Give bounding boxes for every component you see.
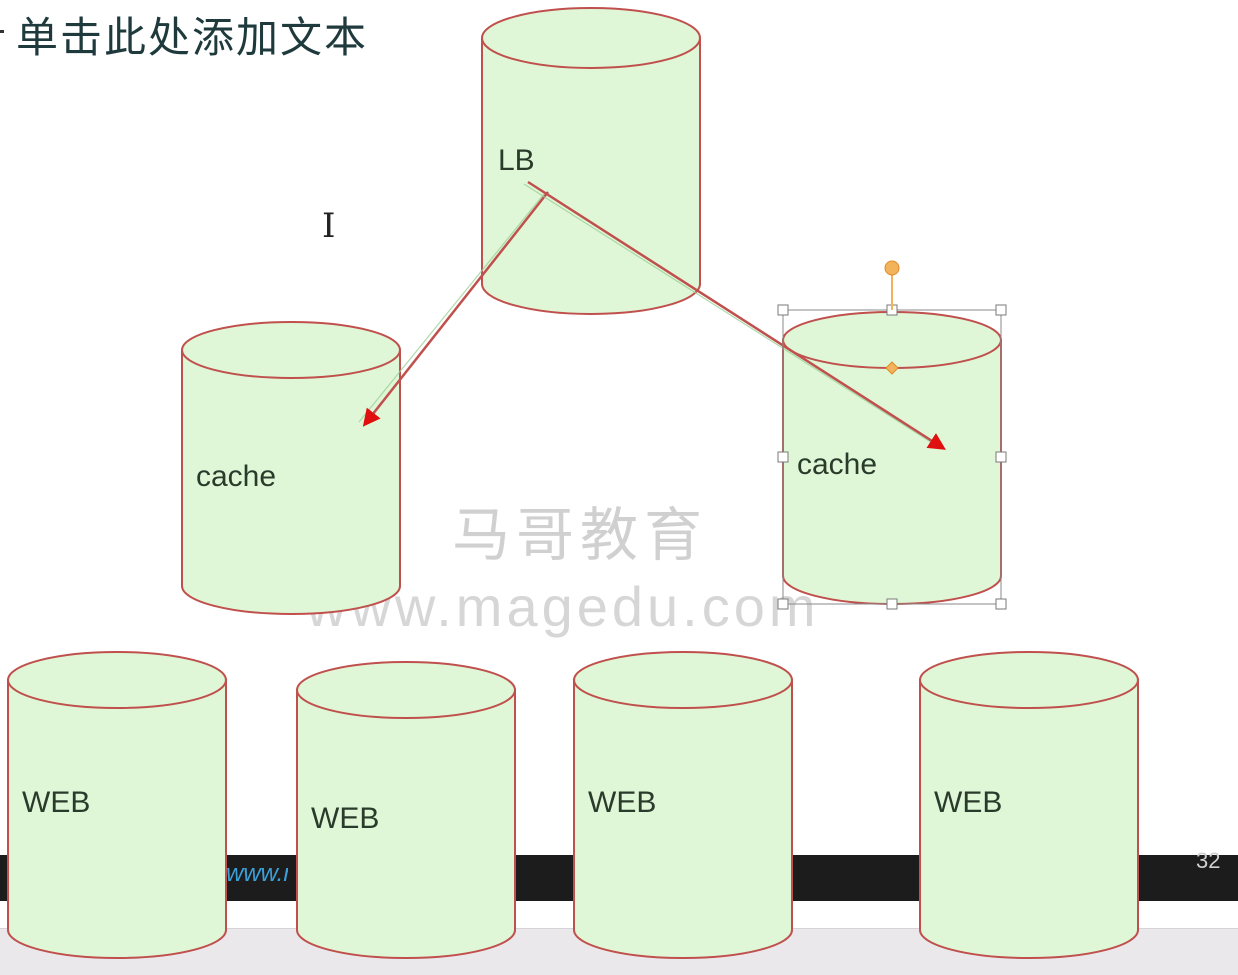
- node-label-web-3: WEB: [588, 786, 656, 819]
- node-label-web-2: WEB: [311, 802, 379, 835]
- cylinder-body: [181, 349, 401, 615]
- node-label-web-4: WEB: [934, 786, 1002, 819]
- footer-url-text: www.m: [226, 860, 288, 887]
- node-label-lb: LB: [498, 144, 535, 177]
- cylinder-web-2[interactable]: WEB: [296, 661, 516, 959]
- node-label-cache-left: cache: [196, 460, 276, 493]
- adjust-handle[interactable]: [885, 361, 899, 375]
- edge-shadow: [358, 193, 545, 423]
- title-placeholder[interactable]: 单击此处添加文本: [16, 13, 369, 62]
- cylinder-web-4[interactable]: WEB: [919, 651, 1139, 959]
- cylinder-top: [181, 321, 401, 379]
- text-cursor-icon: I: [322, 206, 336, 246]
- resize-handle[interactable]: [777, 451, 789, 463]
- resize-handle[interactable]: [777, 304, 789, 316]
- resize-handle[interactable]: [995, 451, 1007, 463]
- node-label-web-1: WEB: [22, 786, 90, 819]
- resize-handle[interactable]: [777, 598, 789, 610]
- cylinder-cache-left[interactable]: cache: [181, 321, 401, 615]
- cylinder-lb[interactable]: LB: [481, 7, 701, 315]
- resize-handle[interactable]: [995, 598, 1007, 610]
- cylinder-body: [481, 37, 701, 315]
- rotate-handle[interactable]: [884, 260, 900, 276]
- cylinder-top: [919, 651, 1139, 709]
- cylinder-body: [919, 679, 1139, 959]
- cylinder-cache-right[interactable]: cache: [782, 311, 1002, 605]
- cylinder-body: [296, 689, 516, 959]
- title-bullet: [0, 30, 4, 33]
- cylinder-web-1[interactable]: WEB: [7, 651, 227, 959]
- cylinder-body: [573, 679, 793, 959]
- node-label-cache-right: cache: [797, 448, 877, 481]
- edge-shadow: [523, 183, 938, 447]
- cylinder-body: [7, 679, 227, 959]
- page-number: 32: [1196, 848, 1221, 873]
- resize-handle[interactable]: [886, 598, 898, 610]
- cylinder-top: [573, 651, 793, 709]
- cylinder-top: [7, 651, 227, 709]
- edge-lb-to-cache-right[interactable]: [527, 180, 946, 450]
- cylinder-top: [481, 7, 701, 69]
- watermark-chinese: 马哥教育: [452, 501, 709, 569]
- cylinder-top: [782, 311, 1002, 369]
- edge-lb-to-cache-left[interactable]: [362, 191, 549, 427]
- cylinder-top: [296, 661, 516, 719]
- cylinder-web-3[interactable]: WEB: [573, 651, 793, 959]
- resize-handle[interactable]: [995, 304, 1007, 316]
